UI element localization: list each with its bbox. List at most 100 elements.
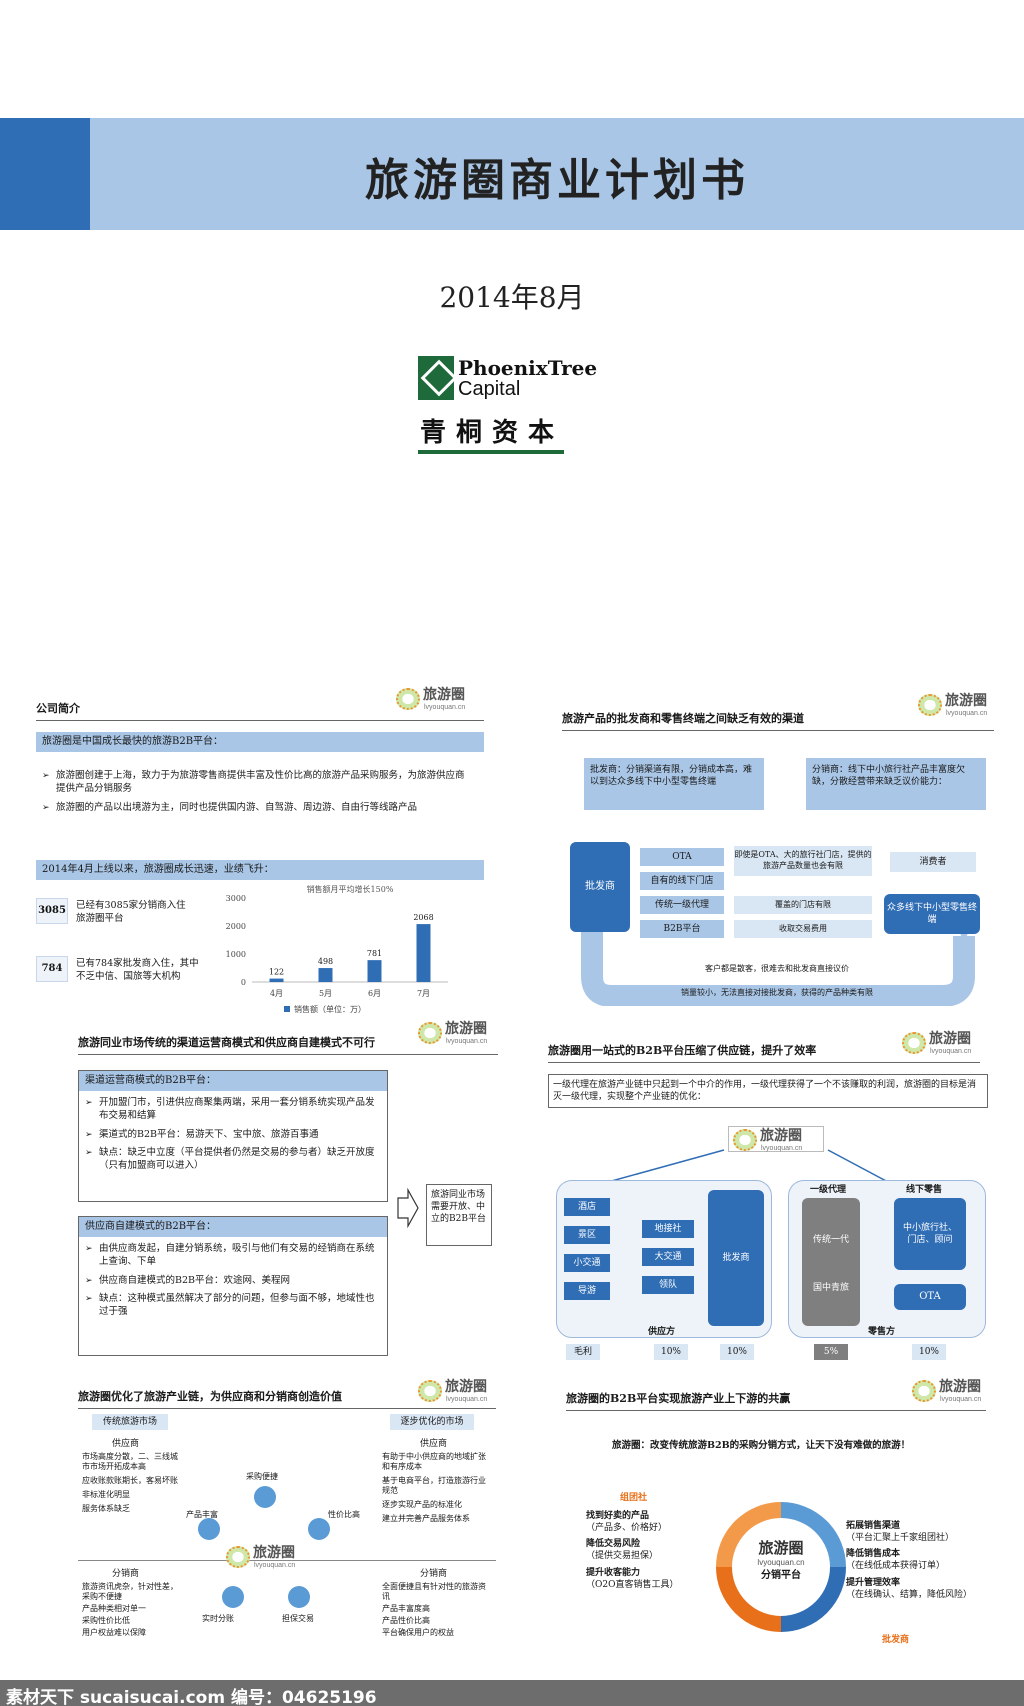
- wholesaler-node: 批发商: [708, 1190, 764, 1326]
- brand-logo: 旅游圈 lvyouquan.cn: [418, 1378, 506, 1404]
- benefit-detail: （平台汇聚上千家组团社）: [846, 1533, 955, 1544]
- legend-label: 销售额（单位：万）: [294, 1004, 366, 1014]
- ota-node: OTA: [894, 1284, 966, 1310]
- cycle-label: 性价比高: [328, 1510, 360, 1519]
- data-label: 2068: [413, 913, 433, 922]
- cycle-label: 采购便捷: [246, 1472, 278, 1481]
- brand-name: 旅游圈: [939, 1379, 981, 1395]
- y-tick-label: 1000: [226, 950, 246, 959]
- agent-item: 地接社: [642, 1220, 694, 1238]
- slide-title: 旅游圈优化了旅游产业链，为供应商和分销商创造价值: [78, 1390, 496, 1409]
- flow-arrows: [607, 1149, 889, 1183]
- brand-url: lvyouquan.cn: [761, 1145, 803, 1152]
- first-agent-head: 一级代理: [810, 1185, 847, 1195]
- benefit-title: 提升收客能力: [586, 1567, 641, 1578]
- distributor-heading: 分销商: [112, 1569, 140, 1579]
- section-head: 渠道运营商模式的B2B平台：: [79, 1071, 387, 1091]
- list-item: 服务体系缺乏: [82, 1504, 130, 1513]
- supplier-item: 酒店: [564, 1198, 610, 1216]
- slide-infeasible-models: 旅游同业市场传统的渠道运营商模式和供应商自建模式不可行 旅游圈 lvyouqua…: [78, 1020, 498, 1360]
- channel-item: 自有的线下门店: [640, 872, 724, 890]
- brand-logo: 旅游圈 lvyouquan.cn: [912, 1378, 1000, 1404]
- margin-cell: 毛利: [566, 1344, 600, 1360]
- brand-logo-icon: [418, 1022, 442, 1044]
- platform-center: 旅游圈 lvyouquan.cn 分销平台: [742, 1538, 820, 1583]
- bullet-item: 旅游圈的产品以出境游为主，同时也提供国内游、自驾游、周边游、自由行等线路产品: [42, 802, 472, 815]
- cycle-node: [254, 1486, 276, 1508]
- cycle-label: 产品丰富: [186, 1510, 218, 1519]
- supplier-item: 景区: [564, 1226, 610, 1244]
- slide-value-creation: 旅游圈优化了旅游产业链，为供应商和分销商创造价值 旅游圈 lvyouquan.c…: [78, 1378, 496, 1678]
- channel-item: B2B平台: [640, 920, 724, 938]
- loop-caption: 客户都是散客，很难去和批发商直接议价: [705, 963, 849, 973]
- list-item: 产品丰富度高: [382, 1604, 430, 1613]
- benefit-title: 降低销售成本: [846, 1549, 901, 1560]
- benefit-title: 找到好卖的产品: [586, 1511, 650, 1521]
- brand-url: lvyouquan.cn: [940, 1396, 982, 1403]
- supplier-heading: 供应商: [112, 1439, 140, 1449]
- callout-box: 旅游同业市场需要开放、中立的B2B平台: [426, 1184, 492, 1246]
- section-head: 旅游圈是中国成长最快的旅游B2B平台：: [36, 732, 484, 752]
- margin-cell: 10%: [654, 1344, 688, 1360]
- brand-url: lvyouquan.cn: [930, 1048, 972, 1055]
- stat-number: 784: [36, 956, 68, 982]
- section-head: 供应商自建模式的B2B平台：: [79, 1217, 387, 1237]
- benefit-title: 降低交易风险: [586, 1539, 641, 1550]
- list-item: 采购性价比低: [82, 1616, 130, 1625]
- wholesaler-pain-box: 批发商：分销渠道有限，分销成本高，难以到达众多线下中小型零售终端: [584, 758, 764, 810]
- list-item: 非标准化明显: [82, 1490, 130, 1499]
- data-label: 498: [318, 957, 333, 966]
- brand-url: lvyouquan.cn: [446, 1038, 488, 1045]
- offline-head: 线下零售: [906, 1185, 943, 1195]
- offline-retail-node: 中小旅行社、门店、顾问: [894, 1198, 966, 1270]
- x-tick-label: 6月: [368, 989, 381, 998]
- bar: [318, 968, 333, 982]
- margin-cell: 5%: [814, 1344, 848, 1360]
- cover-title: 旅游圈商业计划书: [365, 155, 749, 206]
- brand-logo-icon: [226, 1546, 250, 1568]
- stat-text: 已经有3085家分销商入住旅游圈平台: [76, 900, 186, 924]
- benefit-detail: （在线低成本获得订单）: [846, 1561, 946, 1572]
- platform-url: lvyouquan.cn: [757, 1558, 805, 1568]
- bullet-item: 开加盟门市，引进供应商聚集两端，采用一套分销系统实现产品发布交易和结算: [85, 1097, 381, 1123]
- brand-logo-icon: [912, 1380, 936, 1402]
- margin-cell: 10%: [720, 1344, 754, 1360]
- optimized-market-tag: 逐步优化的市场: [390, 1414, 474, 1430]
- list-item: 应收账款账期长，客易坏账: [82, 1476, 178, 1485]
- brand-logo: 旅游圈 lvyouquan.cn: [902, 1030, 990, 1056]
- bullet-list: 开加盟门市，引进供应商聚集两端，采用一套分销系统实现产品发布交易和结算 渠道式的…: [85, 1097, 381, 1179]
- slide-title: 公司简介: [36, 702, 484, 721]
- bar: [269, 978, 284, 982]
- cycle-node: [288, 1586, 310, 1608]
- brand-logo: 旅游圈 lvyouquan.cn: [396, 686, 484, 712]
- traditional-supplier-list: 市场高度分散，二、三线城市市场开拓成本高 应收账款账期长，客易坏账 非标准化明显…: [82, 1452, 182, 1514]
- benefit-title: 拓展销售渠道: [846, 1521, 901, 1531]
- platform-name: 旅游圈: [758, 1539, 804, 1557]
- bar: [367, 960, 382, 982]
- benefit-title: 提升管理效率: [846, 1577, 901, 1588]
- cycle-node: [198, 1518, 220, 1540]
- first-agent-line: 国中青旅: [812, 1283, 849, 1293]
- brand-name: 旅游圈: [445, 1021, 487, 1037]
- cycle-label: 实时分账: [202, 1614, 234, 1623]
- supplier-heading: 供应商: [420, 1439, 448, 1449]
- channel-model-box: 渠道运营商模式的B2B平台： 开加盟门市，引进供应商聚集两端，采用一套分销系统实…: [78, 1070, 388, 1202]
- brand-logo: 旅游圈 lvyouquan.cn: [226, 1544, 314, 1570]
- distributor-heading: 分销商: [420, 1569, 448, 1579]
- cycle-node: [222, 1586, 244, 1608]
- traditional-distributor-list: 旅游资讯虎杂，针对性差，采购不便捷 产品种类相对单一 采购性价比低 用户权益难以…: [82, 1582, 182, 1638]
- channel-item: OTA: [640, 848, 724, 866]
- bar: [416, 924, 431, 982]
- data-label: 781: [367, 949, 382, 958]
- slide-missing-channel: 旅游产品的批发商和零售终端之间缺乏有效的渠道 旅游圈 lvyouquan.cn …: [562, 686, 1002, 1006]
- x-tick-label: 7月: [417, 989, 430, 998]
- supply-label: 供应方: [648, 1327, 676, 1337]
- list-item: 旅游资讯虎杂，针对性差，采购不便捷: [82, 1582, 178, 1601]
- brand-logo: 旅游圈 lvyouquan.cn: [918, 692, 1006, 718]
- channel-item: 传统一级代理: [640, 896, 724, 914]
- optimized-supplier-list: 有助于中小供应商的地域扩张和有序成本 基于电商平台，打造旅游行业规范 逐步实现产…: [382, 1452, 492, 1524]
- benefit-detail: （产品多、价格好）: [586, 1523, 668, 1534]
- y-tick-label: 2000: [226, 922, 246, 931]
- x-tick-label: 5月: [319, 989, 332, 998]
- brand-logo: 旅游圈 lvyouquan.cn: [728, 1126, 824, 1152]
